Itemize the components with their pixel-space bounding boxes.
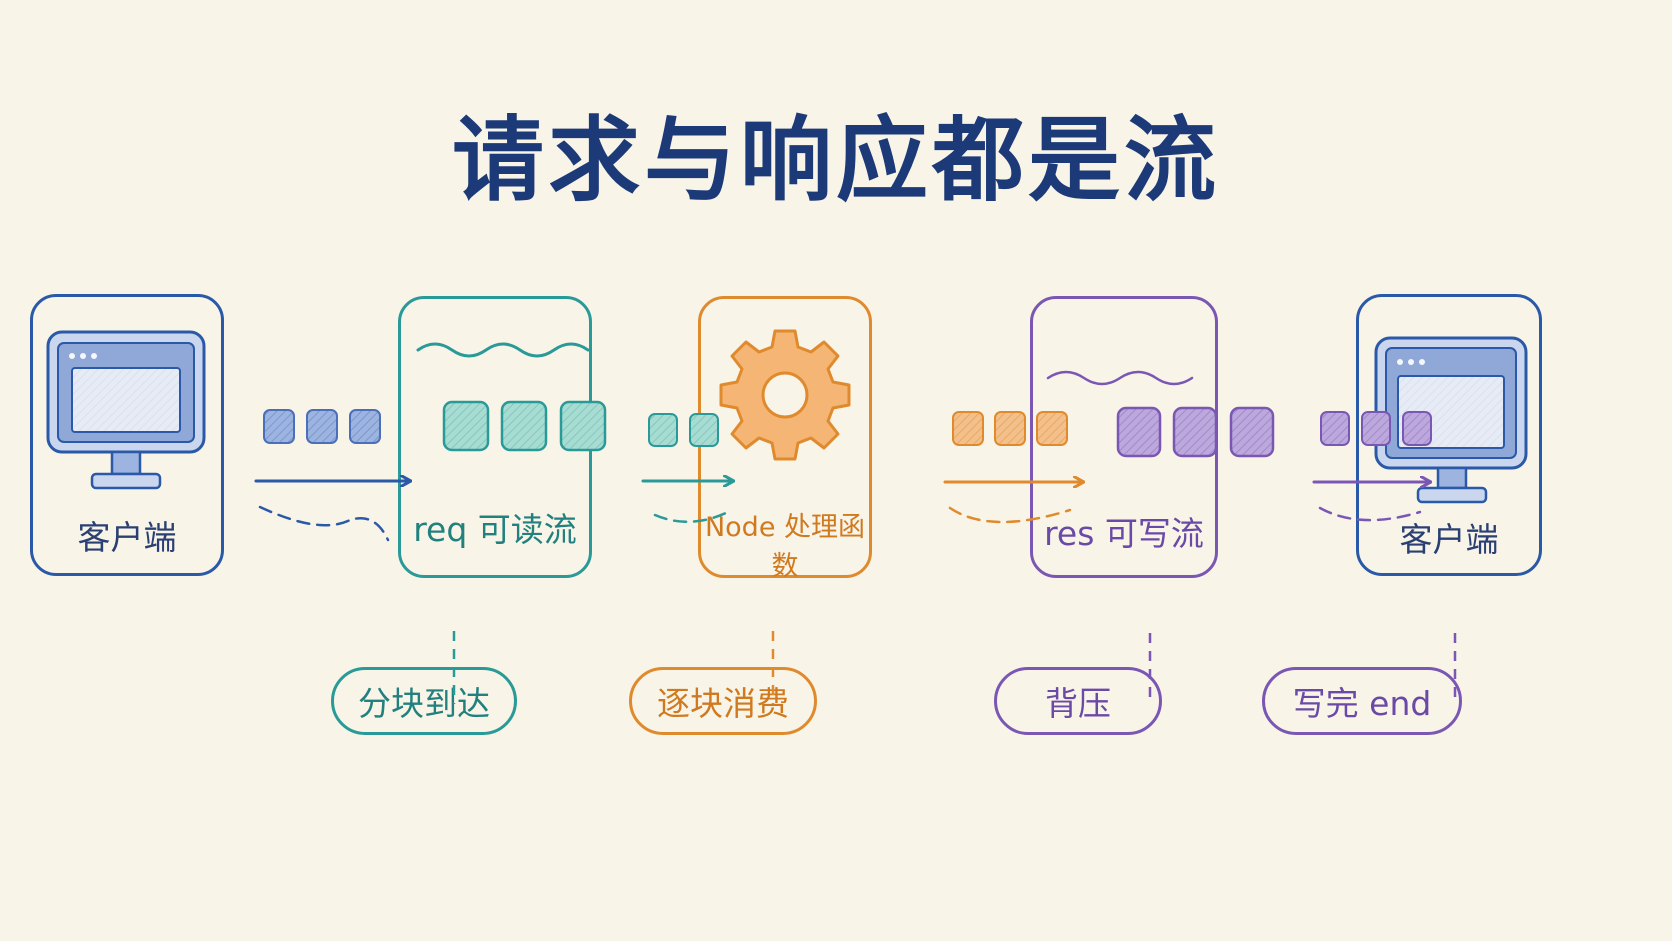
annotation-chunks-arrive: 分块到达 <box>331 667 517 735</box>
req-stream-label: req 可读流 <box>413 510 577 549</box>
client-right-label: 客户端 <box>1399 520 1499 559</box>
req-wave-line <box>416 342 590 358</box>
res-wave-line <box>1046 370 1194 386</box>
client-right-box: 客户端 <box>1356 294 1542 576</box>
annotation-backpressure: 背压 <box>994 667 1162 735</box>
diagram-title: 请求与响应都是流 <box>451 107 1220 214</box>
res-stream-label: res 可写流 <box>1044 514 1204 553</box>
chunks-res-to-client <box>1320 411 1432 446</box>
chunks-node-to-res <box>952 411 1068 446</box>
dashed-swoosh-1 <box>258 505 390 542</box>
client-left-box: 客户端 <box>30 294 224 576</box>
client-left-label: 客户端 <box>77 518 177 557</box>
chunks-in-req <box>442 400 607 452</box>
gear-icon <box>719 329 851 461</box>
dashed-swoosh-3 <box>948 506 1072 524</box>
annotation-write-end: 写完 end <box>1262 667 1462 735</box>
monitor-icon <box>1374 336 1528 504</box>
annotation-consume-chunks: 逐块消费 <box>629 667 817 735</box>
dashed-swoosh-4 <box>1318 506 1422 522</box>
node-handler-label: Node 处理函数 <box>704 512 866 582</box>
monitor-icon <box>46 330 206 490</box>
chunks-req-to-node <box>648 413 719 447</box>
dashed-swoosh-2 <box>653 510 730 524</box>
chunks-in-res <box>1116 406 1275 458</box>
chunks-client-to-req <box>263 409 381 444</box>
